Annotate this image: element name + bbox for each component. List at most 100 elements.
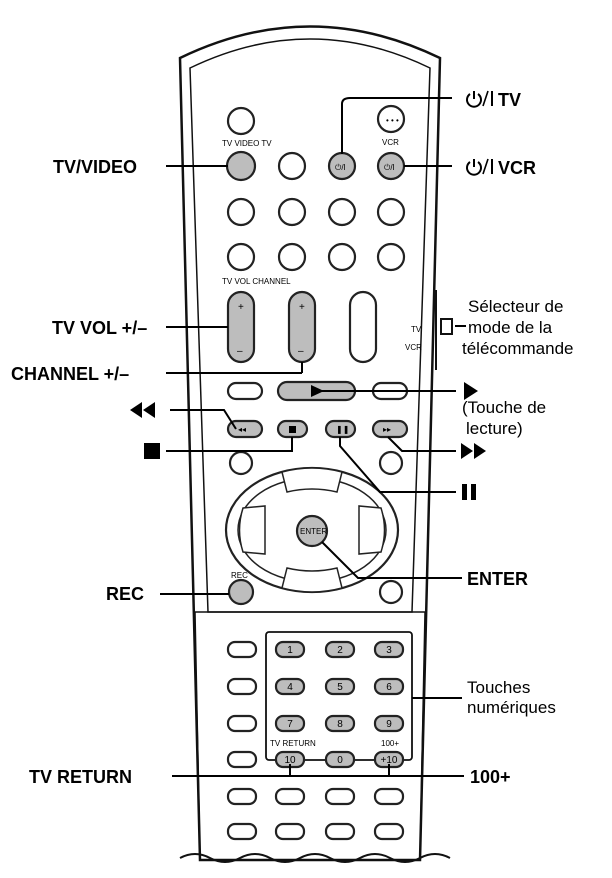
remote-button-r4c1[interactable] (226, 242, 256, 272)
digit-key-6[interactable] (373, 677, 405, 696)
selector-label-1: Sélecteur de (468, 297, 563, 316)
rec-button[interactable] (227, 578, 255, 606)
power-tv-label: TV (498, 90, 521, 110)
selector-label-3: télécommande (462, 339, 574, 358)
remote-button-r4c4[interactable] (376, 242, 406, 272)
bottom-button[interactable] (226, 787, 258, 806)
remote-cut-edge (179, 853, 451, 863)
digit-key-label: 6 (386, 682, 392, 693)
remote-inner-border (189, 38, 431, 613)
power-icon (466, 90, 493, 108)
nav-left-button[interactable] (238, 505, 266, 555)
remote-button-r3c4[interactable] (376, 197, 406, 227)
stop-mark-label (144, 443, 160, 459)
mode-selector-switch[interactable] (440, 318, 453, 335)
digit-key-1[interactable] (274, 640, 306, 659)
bottom-button[interactable] (373, 787, 405, 806)
digit-key-label: 5 (337, 682, 343, 693)
tv-video-label: TV/VIDEO (53, 157, 137, 177)
rewind-icon: ◂◂ (238, 425, 246, 434)
remote-button-mid-left[interactable] (228, 450, 254, 476)
remote-button-top-right[interactable] (376, 104, 406, 134)
digit-key-4[interactable] (274, 677, 306, 696)
bottom-button[interactable] (324, 787, 356, 806)
switch-tv-caption: TV (411, 325, 422, 334)
digit-key-label: 4 (287, 682, 293, 693)
fast-forward-icon: ▸▸ (383, 425, 391, 434)
tv-return-label: TV RETURN (29, 767, 132, 787)
power-icon: ⏻/I (335, 163, 346, 172)
rec-caption: REC (231, 571, 248, 580)
enter-button[interactable] (295, 514, 329, 548)
remote-button-mid-right[interactable] (378, 450, 404, 476)
remote-button-lower-right[interactable] (378, 579, 404, 605)
digit-key-label: 10 (284, 755, 296, 766)
bottom-button[interactable] (274, 787, 306, 806)
play-label-1: (Touche de (462, 398, 546, 417)
remote-button-pill-left[interactable] (226, 381, 264, 401)
tv-vol-label: TV VOL +/– (52, 318, 147, 338)
digit-key-3[interactable] (373, 640, 405, 659)
left-column-buttons (226, 640, 258, 769)
remote-lower-panel (194, 611, 426, 861)
enter-label: ENTER (467, 569, 528, 589)
tv-return-caption: TV RETURN (270, 739, 316, 748)
side-button[interactable] (226, 640, 258, 659)
digit-key-label: 3 (386, 645, 392, 656)
tv-video-button[interactable] (225, 150, 257, 182)
bottom-rows (226, 787, 405, 841)
rewind-button[interactable] (226, 419, 264, 439)
digit-key-5[interactable] (324, 677, 356, 696)
digit-key-label: +10 (381, 755, 398, 766)
selector-label-2: mode de la (468, 318, 553, 337)
side-button[interactable] (226, 750, 258, 769)
svg-text:–: – (237, 346, 243, 357)
side-button[interactable] (226, 714, 258, 733)
remote-button-oval[interactable] (348, 290, 378, 364)
pause-mark-label (462, 484, 476, 500)
play-label-2: lecture) (466, 419, 523, 438)
svg-text:+: + (238, 302, 244, 313)
numeric-label-1: Touches (467, 678, 530, 697)
fast-forward-button[interactable] (371, 419, 409, 439)
hundred-caption: 100+ (381, 739, 399, 748)
remote-button-r4c2[interactable] (277, 242, 307, 272)
bottom-button[interactable] (274, 822, 306, 841)
bottom-button[interactable] (226, 822, 258, 841)
side-button[interactable] (226, 677, 258, 696)
remote-body (178, 25, 442, 862)
remote-button-top-left[interactable] (226, 106, 256, 136)
nav-down-button[interactable] (281, 567, 343, 593)
digit-key-label: 7 (287, 719, 293, 730)
digit-key-label: 0 (337, 755, 343, 766)
bottom-button[interactable] (373, 822, 405, 841)
svg-text:• • •: • • • (386, 116, 399, 125)
vcr-caption: VCR (382, 138, 399, 147)
remote-button-r2c2[interactable] (277, 151, 307, 181)
pause-icon: ❚❚ (336, 425, 349, 434)
numeric-label-2: numériques (467, 698, 556, 717)
digit-key-2[interactable] (324, 640, 356, 659)
power-vcr-label: VCR (498, 158, 536, 178)
hundred-plus-label: 100+ (470, 767, 511, 787)
remote-button-r3c1[interactable] (226, 197, 256, 227)
digit-key-0[interactable] (324, 750, 356, 769)
play-arrow-label (464, 382, 478, 400)
digit-key-9[interactable] (373, 714, 405, 733)
nav-up-button[interactable] (281, 467, 343, 493)
digit-key-7[interactable] (274, 714, 306, 733)
remote-button-r3c2[interactable] (277, 197, 307, 227)
nav-right-button[interactable] (358, 505, 386, 555)
remote-button-r3c3[interactable] (327, 197, 357, 227)
vol-channel-caption: TV VOL CHANNEL (222, 277, 291, 286)
switch-vcr-caption: VCR (405, 343, 422, 352)
tv-video-caption: TV VIDEO TV (222, 139, 272, 148)
digit-key-label: 8 (337, 719, 343, 730)
rec-label: REC (106, 584, 144, 604)
digit-key-label: 2 (337, 645, 343, 656)
bottom-button[interactable] (324, 822, 356, 841)
fast-forward-arrow-label (461, 443, 486, 459)
remote-button-r4c3[interactable] (327, 242, 357, 272)
digit-key-8[interactable] (324, 714, 356, 733)
